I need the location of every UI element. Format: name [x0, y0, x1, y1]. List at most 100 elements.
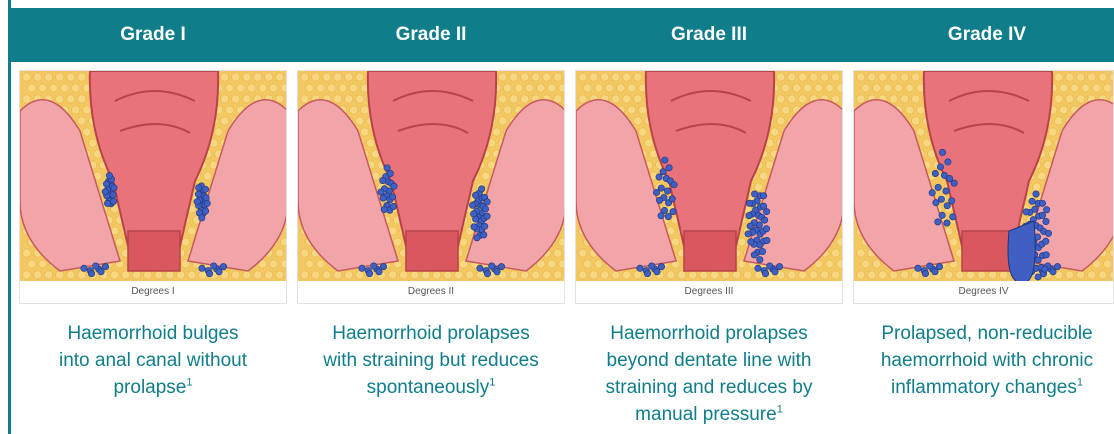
external-plexus — [762, 270, 768, 276]
fat-tissue-cell — [78, 117, 86, 125]
internal-haemorrhoid — [759, 248, 765, 254]
internal-haemorrhoid — [656, 174, 662, 180]
fat-tissue-cell — [559, 238, 565, 246]
internal-haemorrhoid — [664, 188, 670, 194]
fat-tissue-cell — [793, 84, 801, 92]
fat-tissue-cell — [788, 95, 796, 103]
fat-tissue-cell — [317, 260, 325, 268]
fat-tissue-cell — [945, 271, 953, 279]
internal-haemorrhoid — [751, 191, 757, 197]
fat-tissue-cell — [1038, 172, 1046, 180]
fat-tissue-cell — [777, 73, 785, 81]
grade-1-description-line: into anal canal without — [15, 347, 291, 374]
fat-tissue-cell — [67, 271, 75, 279]
fat-tissue-cell — [612, 73, 620, 81]
fat-tissue-cell — [821, 73, 829, 81]
internal-haemorrhoid — [932, 170, 938, 176]
internal-haemorrhoid — [1043, 238, 1049, 244]
fat-tissue-cell — [628, 84, 636, 92]
internal-haemorrhoid — [935, 219, 941, 225]
fat-tissue-cell — [862, 84, 870, 92]
fat-tissue-cell — [221, 95, 229, 103]
fat-tissue-cell — [526, 84, 534, 92]
internal-haemorrhoid — [390, 203, 396, 209]
internal-haemorrhoid — [944, 220, 950, 226]
external-plexus — [220, 263, 226, 269]
fat-tissue-cell — [1055, 73, 1063, 81]
internal-haemorrhoid — [103, 181, 109, 187]
fat-tissue-cell — [215, 128, 223, 136]
fat-tissue-cell — [499, 117, 507, 125]
fat-tissue-cell — [617, 84, 625, 92]
internal-haemorrhoid — [1042, 266, 1048, 272]
fat-tissue-cell — [1066, 95, 1074, 103]
external-plexus — [915, 265, 921, 271]
internal-haemorrhoid — [748, 239, 754, 245]
fat-tissue-cell — [777, 117, 785, 125]
internal-haemorrhoid — [104, 200, 110, 206]
internal-haemorrhoid — [745, 231, 751, 237]
external-plexus — [649, 263, 655, 269]
external-plexus — [658, 263, 664, 269]
internal-haemorrhoid — [1039, 212, 1045, 218]
grade-1-description-line: prolapse1 — [15, 374, 291, 401]
fat-tissue-cell — [799, 271, 807, 279]
fat-tissue-cell — [810, 271, 818, 279]
fat-tissue-cell — [466, 271, 474, 279]
fat-tissue-cell — [232, 73, 240, 81]
external-plexus — [932, 269, 938, 275]
fat-tissue-cell — [78, 95, 86, 103]
internal-haemorrhoid — [943, 188, 949, 194]
fat-tissue-cell — [799, 95, 807, 103]
grades-diagram: Grade I Grade II Grade III Grade IV Degr… — [8, 0, 1114, 434]
fat-tissue-cell — [1033, 183, 1041, 191]
fat-tissue-cell — [1099, 73, 1107, 81]
fat-tissue-cell — [301, 95, 309, 103]
internal-haemorrhoid — [935, 184, 941, 190]
fat-tissue-cell — [628, 106, 636, 114]
fat-tissue-cell — [248, 84, 256, 92]
internal-haemorrhoid — [763, 226, 769, 232]
fat-tissue-cell — [906, 84, 914, 92]
fat-tissue-cell — [559, 84, 565, 92]
fat-tissue-cell — [34, 271, 42, 279]
grade-header-bar: Grade I Grade II Grade III Grade IV — [11, 8, 1114, 62]
fat-tissue-cell — [89, 139, 97, 147]
external-plexus — [644, 270, 650, 276]
fat-tissue-cell — [559, 260, 565, 268]
fat-tissue-cell — [499, 95, 507, 103]
internal-haemorrhoid — [1039, 200, 1045, 206]
fat-tissue-cell — [78, 73, 86, 81]
fat-tissue-cell — [499, 73, 507, 81]
anatomy-illustration-4 — [854, 71, 1114, 283]
fat-tissue-cell — [455, 271, 463, 279]
fat-tissue-cell — [956, 271, 964, 279]
fat-tissue-cell — [733, 271, 741, 279]
fat-tissue-cell — [270, 260, 278, 268]
external-plexus — [936, 263, 942, 269]
fat-tissue-cell — [595, 260, 603, 268]
fat-tissue-cell — [323, 73, 331, 81]
grade-3-description-line: straining and reduces by — [571, 374, 847, 401]
external-plexus — [654, 269, 660, 275]
external-plexus — [776, 263, 782, 269]
grade-3-image-caption: Degrees III — [576, 281, 842, 303]
fat-tissue-cell — [306, 84, 314, 92]
fat-tissue-cell — [56, 95, 64, 103]
grade-4-image-caption: Degrees IV — [854, 281, 1113, 303]
fat-tissue-cell — [634, 95, 642, 103]
fat-tissue-cell — [1104, 260, 1112, 268]
internal-haemorrhoid — [669, 196, 675, 202]
fat-tissue-cell — [722, 271, 730, 279]
fat-tissue-cell — [243, 271, 251, 279]
internal-haemorrhoid — [469, 202, 475, 208]
internal-haemorrhoid — [1033, 191, 1039, 197]
external-plexus — [927, 263, 933, 269]
anal-canal — [406, 231, 458, 271]
internal-haemorrhoid — [195, 191, 201, 197]
fat-tissue-cell — [460, 238, 468, 246]
fat-tissue-cell — [334, 271, 342, 279]
fat-tissue-cell — [166, 271, 174, 279]
fat-tissue-cell — [50, 84, 58, 92]
fat-tissue-cell — [28, 260, 36, 268]
